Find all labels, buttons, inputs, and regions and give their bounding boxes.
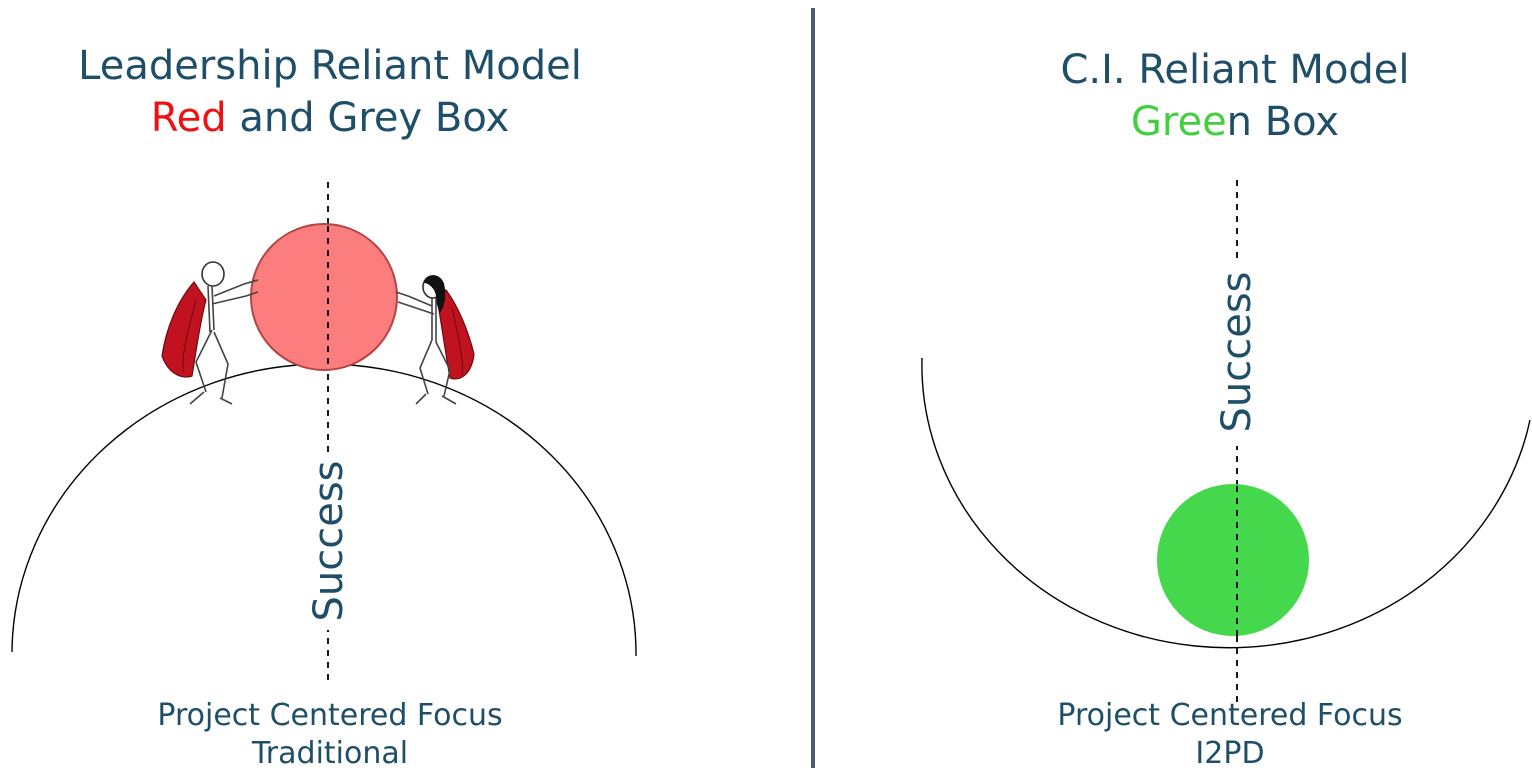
right-person-pushing-icon	[395, 275, 475, 405]
right-caption: Project Centered Focus I2PD	[930, 697, 1530, 773]
right-success-label: Success	[1214, 271, 1260, 432]
green-ball	[1157, 484, 1309, 636]
right-title-line2: Green Box	[935, 96, 1532, 148]
left-title: Leadership Reliant Model Red and Grey Bo…	[30, 40, 630, 144]
right-success-label-backdrop	[1214, 258, 1258, 446]
valley-arc	[921, 357, 1531, 649]
right-caption-line1: Project Centered Focus	[1057, 698, 1403, 733]
left-title-line2-rest: and Grey Box	[226, 95, 510, 141]
left-title-red-word: Red	[150, 95, 227, 141]
left-success-label: Success	[306, 460, 352, 621]
left-title-line2: Red and Grey Box	[30, 92, 630, 144]
right-title-line1: C.I. Reliant Model	[1060, 47, 1410, 93]
right-title: C.I. Reliant Model Green Box	[935, 44, 1532, 148]
right-caption-line2: I2PD	[1195, 736, 1265, 771]
red-ball	[250, 223, 398, 371]
left-person-pushing-icon	[161, 261, 259, 405]
left-success-label-backdrop	[306, 452, 350, 630]
left-caption: Project Centered Focus Traditional	[30, 697, 630, 773]
left-caption-line1: Project Centered Focus	[157, 698, 503, 733]
left-caption-line2: Traditional	[251, 736, 409, 771]
right-title-green-word: Gree	[1130, 99, 1227, 145]
left-title-line1: Leadership Reliant Model	[78, 43, 582, 89]
right-title-line2-rest: n Box	[1226, 99, 1340, 145]
